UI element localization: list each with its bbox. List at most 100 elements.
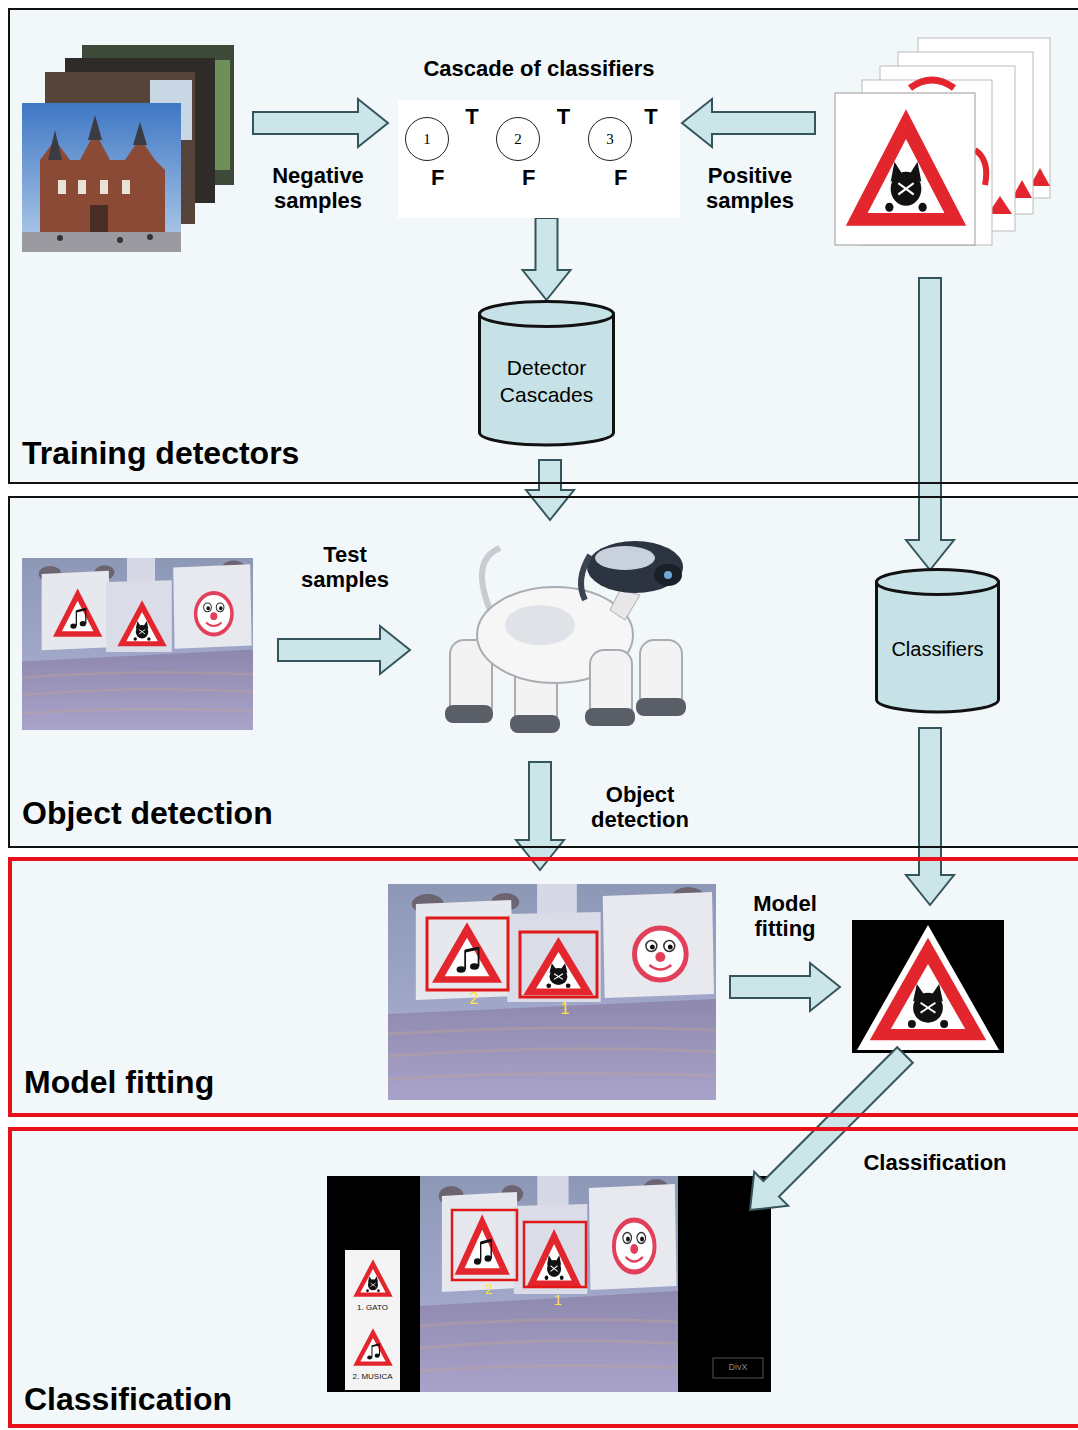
fitted-model-sign — [857, 925, 999, 1050]
stage-panel: Object detection Classifiers — [8, 496, 1078, 848]
flow-arrow — [730, 963, 840, 1011]
flow-label: Negative samples — [258, 163, 378, 214]
negative-photo-stack — [90, 205, 108, 232]
flow-arrow — [253, 99, 388, 147]
negative-photo-stack — [22, 45, 234, 252]
panel-title: Training detectors — [22, 435, 299, 472]
positive-sample-stack — [835, 38, 1050, 245]
robot-dog — [510, 715, 560, 733]
cylinder-label: Classifiers — [891, 636, 983, 662]
flow-arrow — [526, 460, 574, 520]
stage-circle: 2 — [496, 117, 540, 161]
positive-sample-stack — [910, 80, 954, 88]
classification-screenshot — [353, 1328, 392, 1365]
stage-circle: 1 — [405, 117, 449, 161]
callout-number: 1 — [557, 1000, 573, 1018]
robot-dog — [587, 541, 683, 593]
panel-grounds — [8, 8, 1078, 484]
callout-number: 2 — [466, 990, 482, 1008]
classification-screenshot — [345, 1250, 400, 1390]
edge-label: T — [460, 104, 484, 129]
panel-title: Classification — [24, 1381, 232, 1418]
stage-panel: Training detectors Cascade of classifiers… — [8, 8, 1078, 484]
watermark: DivX — [716, 1362, 760, 1372]
robot-dog — [636, 698, 686, 716]
detection-result-photo — [427, 918, 508, 990]
negative-photo-stack — [48, 130, 62, 160]
detection-result-photo — [388, 884, 716, 1100]
fitted-model-sign — [870, 938, 987, 1041]
flow-arrow — [523, 218, 571, 300]
positive-sample-stack — [835, 93, 975, 245]
database-cylinder: Classifiers — [875, 568, 1000, 715]
classification-screenshot — [327, 1176, 771, 1392]
flow-arrow — [906, 278, 954, 570]
robot-dog — [610, 590, 640, 620]
panel-grounds — [8, 8, 1078, 1428]
panel-title: Object detection — [22, 795, 273, 832]
detection-result-photo — [388, 884, 716, 1100]
test-sample-photo — [22, 558, 253, 730]
classification-screenshot — [327, 1176, 771, 1392]
flow-label: Model fitting — [735, 891, 835, 942]
stage-number: 3 — [606, 131, 614, 148]
negative-photo-stack — [22, 103, 181, 252]
classification-screenshot — [452, 1210, 517, 1280]
stage-number: 1 — [423, 131, 431, 148]
negative-photo-stack — [78, 180, 86, 194]
cylinder-top — [480, 302, 614, 327]
cylinder-label: Detector Cascades — [484, 354, 609, 409]
stage-number: 2 — [514, 131, 522, 148]
stage-panel: Model fitting — [8, 857, 1078, 1117]
branch-label: F — [431, 165, 449, 190]
flow-arrow — [906, 728, 954, 905]
positive-sample-stack — [846, 109, 966, 225]
negative-photo-stack — [117, 237, 123, 243]
cylinder-top — [877, 570, 999, 595]
negative-photo-stack — [22, 232, 181, 252]
robot-dog — [585, 708, 635, 726]
robot-dog — [482, 548, 500, 610]
panel-grounds — [8, 1127, 1078, 1428]
fitted-model-sign — [852, 920, 1004, 1053]
panel-title: Model fitting — [24, 1064, 214, 1101]
callout-number: 2 — [481, 1281, 497, 1297]
negative-photo-stack — [133, 122, 147, 145]
cascade-box: Cascade of classifiers123 — [398, 100, 680, 218]
group-heading: Cascade of classifiers — [423, 56, 654, 81]
panel-grounds — [8, 857, 1078, 1117]
robot-dog — [664, 571, 672, 579]
robot-dog — [654, 564, 682, 586]
flow-label: Test samples — [285, 542, 405, 593]
sign-name: 2. MUSICA — [345, 1372, 400, 1381]
negative-photo-stack — [58, 180, 66, 194]
callout-number: 1 — [550, 1292, 566, 1308]
positive-sample-stack — [975, 150, 986, 185]
flow-label: Object detection — [570, 782, 710, 833]
stage-circle: 3 — [588, 117, 632, 161]
branch-label: F — [522, 165, 540, 190]
flow-label: Classification — [845, 1150, 1025, 1175]
negative-photo-stack — [88, 115, 102, 140]
negative-photo-stack — [57, 235, 63, 241]
cylinder-body — [877, 582, 999, 712]
classification-screenshot — [420, 1176, 678, 1392]
robot-dog — [581, 555, 590, 600]
robot-dog — [445, 541, 686, 733]
robot-dog — [445, 705, 493, 723]
negative-photo-stack — [100, 180, 108, 194]
database-cylinder: Detector Cascades — [478, 300, 615, 448]
flow-label: Positive samples — [690, 163, 810, 214]
classification-screenshot — [353, 1259, 392, 1296]
cylinder-body — [480, 314, 614, 445]
flow-arrow — [516, 762, 564, 870]
branch-label: F — [614, 165, 632, 190]
classification-screenshot — [713, 1358, 763, 1378]
negative-photo-stack — [122, 180, 130, 194]
flow-arrow — [278, 626, 410, 674]
cylinder-label-area: Detector Cascades — [478, 328, 615, 434]
branch-label: T — [641, 104, 661, 129]
negative-photo-stack — [147, 234, 153, 240]
flow-arrow — [682, 99, 815, 147]
